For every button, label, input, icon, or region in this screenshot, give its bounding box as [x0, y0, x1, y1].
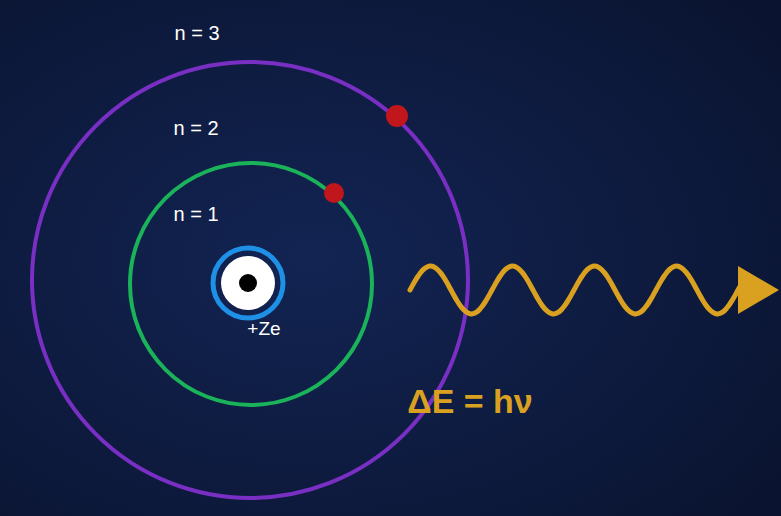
- photon-wave: [410, 266, 742, 314]
- orbit-n2: [130, 163, 372, 405]
- orbit-label: n = 3: [174, 22, 219, 44]
- nucleus-halo: [221, 256, 275, 310]
- electron: [386, 105, 408, 127]
- nucleus-charge: +Ze: [247, 319, 280, 340]
- energy-equation: ΔE = hν: [407, 383, 533, 420]
- photon-arrowhead: [738, 266, 779, 314]
- nucleus: [239, 274, 257, 292]
- orbit-n3: [32, 62, 468, 498]
- electron: [324, 183, 344, 203]
- orbit-label: n = 1: [173, 203, 218, 225]
- orbit-n1: [213, 248, 283, 318]
- orbit-label: n = 2: [173, 117, 218, 139]
